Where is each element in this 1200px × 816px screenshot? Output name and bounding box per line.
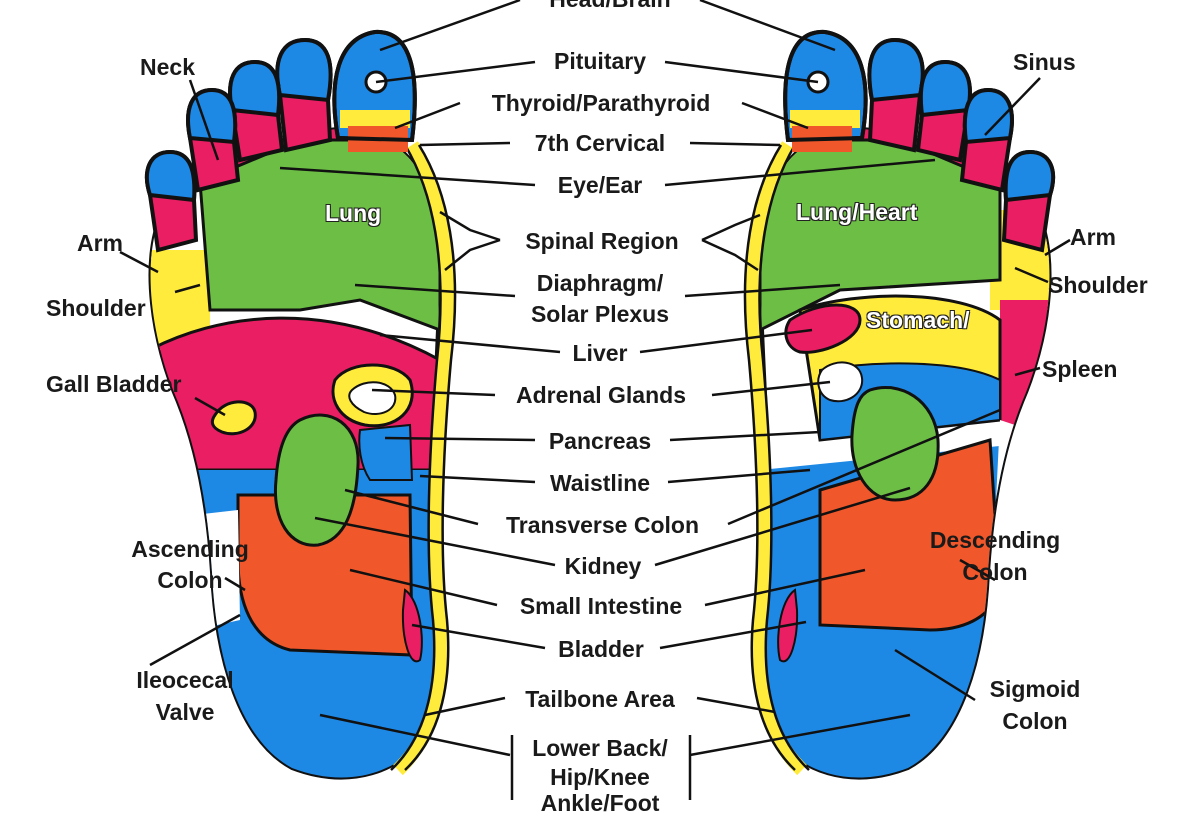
- label-ankle-foot: Ankle/Foot: [540, 790, 660, 816]
- label-valve: Valve: [155, 699, 215, 725]
- label-adrenal-glands: Adrenal Glands: [516, 382, 686, 408]
- label-solar-plexus: Solar Plexus: [530, 301, 670, 327]
- right-foot: [743, 29, 1056, 780]
- left-spine-strip: [393, 141, 455, 776]
- label-spleen: Spleen: [1042, 356, 1118, 382]
- leader-lines: [119, 0, 1071, 800]
- left-gallbladder-zone: [210, 400, 257, 436]
- label-neck: Neck: [140, 54, 195, 80]
- label-hip-knee: Hip/Knee: [550, 764, 650, 790]
- label-bladder: Bladder: [558, 636, 644, 662]
- label-sigmoid: Sigmoid: [989, 676, 1081, 702]
- right-toes: [783, 29, 1056, 253]
- label-tailbone-area: Tailbone Area: [525, 686, 675, 712]
- label-shoulder-left: Shoulder: [46, 295, 146, 321]
- label-sinus: Sinus: [1013, 49, 1076, 75]
- label-lung-heart: Lung/Heart: [796, 199, 918, 225]
- label-spinal-region: Spinal Region: [525, 228, 679, 254]
- label-descending: Descending: [929, 527, 1061, 553]
- left-toes: [144, 29, 417, 253]
- label-lung: Lung: [325, 200, 382, 226]
- label-kidney: Kidney: [564, 553, 642, 579]
- label-stomach: Stomach/: [866, 307, 970, 333]
- label-transverse-colon: Transverse Colon: [505, 512, 700, 538]
- label-head-brain: Head/Brain: [520, 0, 700, 12]
- label-gall-bladder: Gall Bladder: [46, 371, 182, 397]
- label-sigmoid-colon: Colon: [1002, 708, 1068, 734]
- label-eye-ear: Eye/Ear: [557, 172, 643, 198]
- label-pituitary: Pituitary: [553, 48, 647, 74]
- label-arm-right: Arm: [1070, 224, 1117, 250]
- label-arm-left: Arm: [77, 230, 124, 256]
- label-pancreas: Pancreas: [548, 428, 652, 454]
- left-kidney-zone: [273, 413, 360, 547]
- label-small-intestine: Small Intestine: [519, 593, 683, 619]
- label-thyroid: Thyroid/Parathyroid: [491, 90, 711, 116]
- label-diaphragm: Diaphragm/: [536, 270, 664, 296]
- label-liver: Liver: [572, 340, 628, 366]
- label-waistline: Waistline: [549, 470, 651, 496]
- label-7th-cervical: 7th Cervical: [534, 130, 666, 156]
- label-shoulder-right: Shoulder: [1048, 272, 1148, 298]
- right-kidney-zone: [850, 385, 940, 502]
- label-ileocecal: Ileocecal: [136, 667, 234, 693]
- right-stomach-pink: [784, 303, 862, 354]
- label-descending-colon: Colon: [962, 559, 1028, 585]
- label-ascending-colon: Colon: [157, 567, 223, 593]
- label-ascending: Ascending: [131, 536, 249, 562]
- label-lower-back: Lower Back/: [532, 735, 668, 761]
- left-pancreas-zone: [358, 423, 414, 481]
